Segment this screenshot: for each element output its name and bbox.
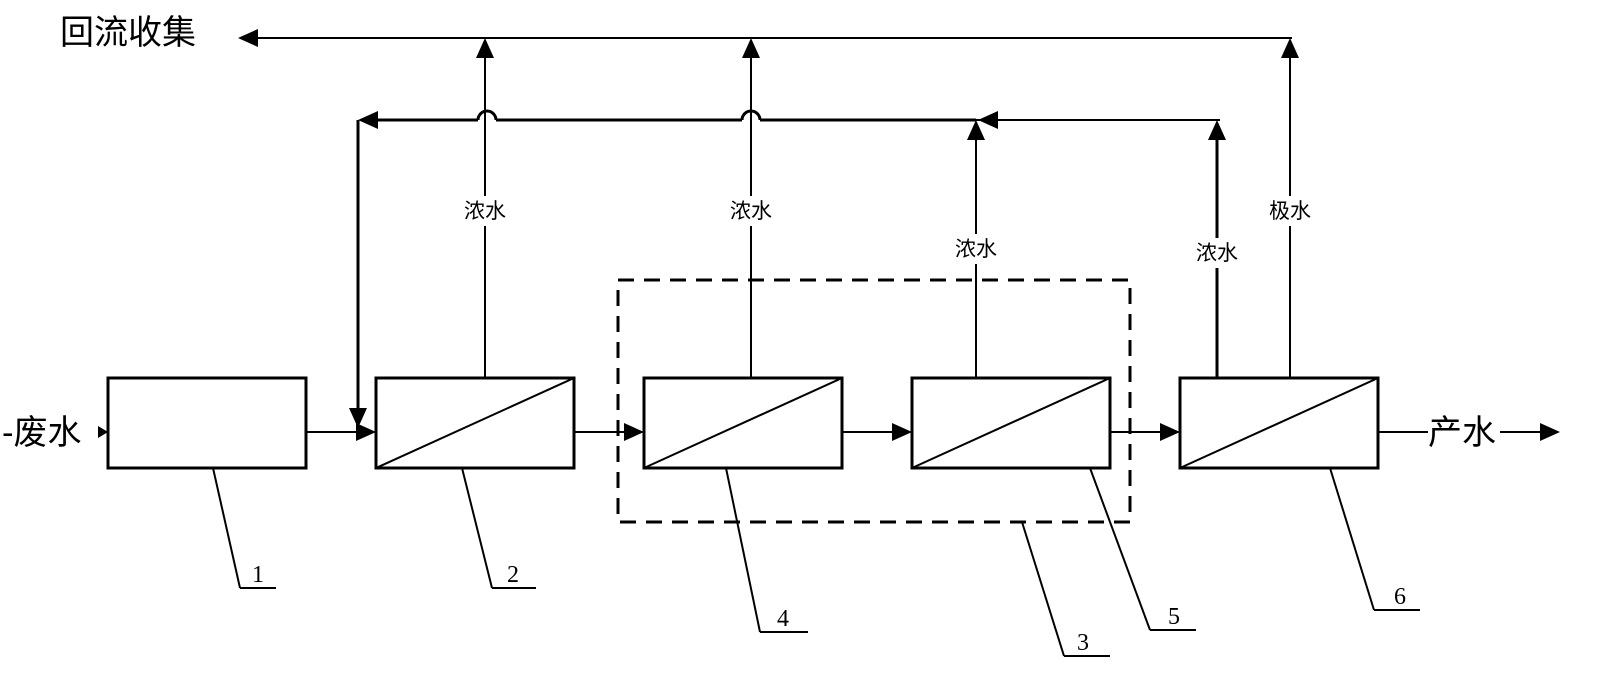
leader-2: 2 (461, 467, 536, 589)
concentrate-4-label: 浓水 (730, 199, 772, 223)
unit-2-membrane (374, 376, 576, 470)
electrode-water-arrowhead (1281, 38, 1299, 58)
recirculation-left-arrowhead (358, 111, 378, 129)
electrode-water-line-unit-6: 极水 (1267, 38, 1315, 378)
concentrate-6-arrowhead (1208, 120, 1226, 140)
concentrate-4-arrowhead (742, 38, 760, 58)
product-water-arrowhead (1540, 423, 1560, 441)
leader-1: 1 (212, 467, 276, 589)
unit-number-4: 4 (777, 606, 789, 632)
unit-number-2: 2 (507, 562, 519, 588)
unit-4-membrane (642, 376, 844, 470)
concentrate-line-unit-4: 浓水 (728, 38, 776, 378)
wastewater-label: -废水 (2, 413, 82, 453)
unit-number-3: 3 (1077, 630, 1089, 656)
unit-number-6: 6 (1394, 584, 1406, 610)
return-collection-line: 回流收集 (60, 13, 1292, 53)
leader-6: 6 (1329, 467, 1420, 611)
flow-1-2-arrowhead (356, 423, 376, 441)
wastewater-arrowhead (98, 426, 108, 438)
product-water-label: 产水 (1428, 413, 1496, 453)
unit-1 (106, 376, 308, 470)
flow-4-5-arrowhead (892, 423, 912, 441)
concentrate-2-arrowhead (476, 38, 494, 58)
concentrate-5-arrowhead (967, 120, 985, 140)
concentrate-line-unit-5: 浓水 (953, 120, 1001, 378)
concentrate-5-label: 浓水 (955, 237, 997, 261)
leader-3: 3 (1021, 521, 1110, 657)
unit-6-membrane (1178, 376, 1380, 470)
concentrate-line-unit-6: 浓水 (1194, 120, 1242, 378)
recirculation-down-arrowhead (349, 408, 367, 428)
unit-number-1: 1 (252, 562, 264, 588)
leader-5: 5 (1089, 467, 1196, 631)
recirculation-mid-arrowhead (978, 111, 998, 129)
return-collection-label: 回流收集 (60, 13, 196, 53)
concentrate-2-label: 浓水 (464, 199, 506, 223)
return-collection-arrowhead (238, 29, 258, 47)
unit-5-membrane (910, 376, 1112, 470)
unit-number-5: 5 (1168, 604, 1180, 630)
recirculation-line (349, 109, 1220, 428)
flow-5-6-arrowhead (1160, 423, 1180, 441)
unit-3-boundary (616, 278, 1132, 524)
concentrate-line-unit-2: 浓水 (462, 38, 510, 378)
main-flow: -废水 产水 (2, 413, 1560, 453)
electrode-water-label: 极水 (1269, 199, 1311, 223)
flow-2-4-arrowhead (624, 423, 644, 441)
concentrate-6-label: 浓水 (1196, 241, 1238, 265)
leader-4: 4 (725, 467, 808, 633)
